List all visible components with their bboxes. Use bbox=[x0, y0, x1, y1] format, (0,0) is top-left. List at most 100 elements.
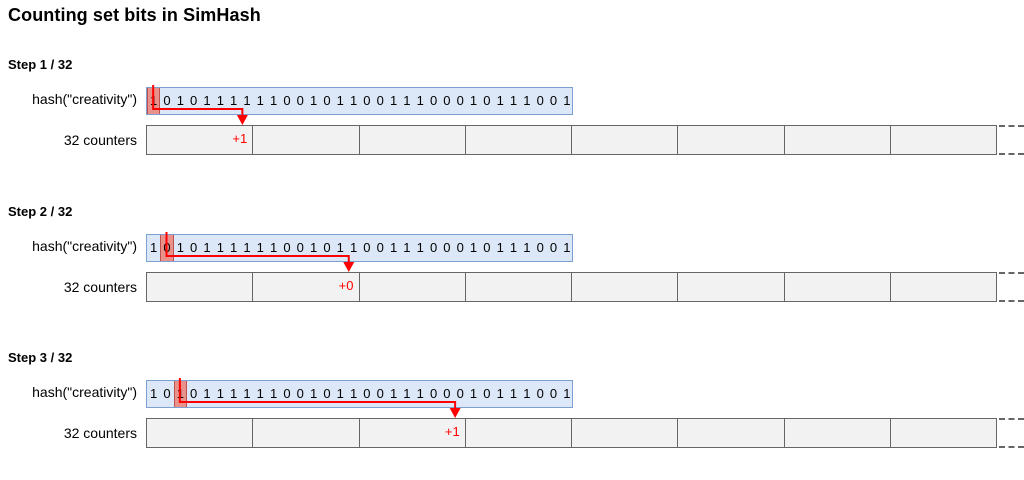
hash-bit: 0 bbox=[190, 93, 198, 108]
counter-cell bbox=[572, 126, 679, 154]
hash-bit: 0 bbox=[323, 386, 331, 401]
counter-cell: +0 bbox=[253, 273, 360, 301]
hash-bit: 1 bbox=[256, 93, 264, 108]
hash-bit: 1 bbox=[416, 386, 424, 401]
hash-bit: 1 bbox=[243, 240, 251, 255]
counters-continuation-bottom bbox=[999, 300, 1024, 302]
hash-bit: 1 bbox=[216, 240, 224, 255]
hash-bit: 1 bbox=[523, 93, 531, 108]
hash-bit: 0 bbox=[443, 386, 451, 401]
counter-cell bbox=[890, 419, 996, 447]
hash-bit: 0 bbox=[323, 240, 331, 255]
hash-bit: 1 bbox=[389, 93, 398, 108]
hash-bit: 1 bbox=[270, 240, 278, 255]
hash-bit: 1 bbox=[389, 240, 398, 255]
hash-bit: 1 bbox=[509, 93, 518, 108]
hash-label: hash("creativity") bbox=[32, 238, 137, 254]
hash-bit: 0 bbox=[190, 240, 198, 255]
hash-bit: 1 bbox=[336, 240, 344, 255]
counter-cell bbox=[147, 419, 254, 447]
page-title: Counting set bits in SimHash bbox=[8, 5, 261, 25]
hash-bit: 0 bbox=[296, 93, 304, 108]
hash-bit: 1 bbox=[523, 386, 531, 401]
hash-bit: 1 bbox=[309, 240, 318, 255]
hash-bit: 1 bbox=[150, 240, 158, 255]
hash-bit: 0 bbox=[163, 386, 171, 401]
hash-bit: 1 bbox=[349, 386, 358, 401]
hash-bit: 1 bbox=[216, 93, 224, 108]
hash-bit: 0 bbox=[376, 386, 384, 401]
hash-bit: 1 bbox=[349, 240, 358, 255]
hash-bit: 0 bbox=[549, 240, 558, 255]
hash-bit: 1 bbox=[309, 386, 318, 401]
hash-bit: 1 bbox=[509, 386, 518, 401]
counter-cell bbox=[465, 126, 572, 154]
hash-bit: 0 bbox=[429, 240, 438, 255]
counter-cell bbox=[784, 273, 891, 301]
counter-cell bbox=[890, 273, 996, 301]
hash-bit: 0 bbox=[283, 93, 291, 108]
counter-cell: +1 bbox=[147, 126, 254, 154]
hash-bit: 1 bbox=[270, 386, 278, 401]
hash-label: hash("creativity") bbox=[32, 384, 137, 400]
counter-cell bbox=[359, 273, 466, 301]
hash-bit-highlighted: 1 bbox=[147, 88, 161, 114]
step-label: Step 1 / 32 bbox=[8, 57, 73, 72]
counters-row: 32 counters +0 bbox=[0, 272, 1024, 306]
counter-cell bbox=[359, 126, 466, 154]
counter-delta: +1 bbox=[232, 131, 248, 146]
hash-bit: 1 bbox=[523, 240, 531, 255]
counter-cell bbox=[465, 419, 572, 447]
counters-label: 32 counters bbox=[63, 279, 137, 295]
counter-cell bbox=[147, 273, 254, 301]
hash-bit: 0 bbox=[363, 240, 371, 255]
hash-bit: 1 bbox=[509, 240, 518, 255]
hash-bit: 1 bbox=[416, 93, 424, 108]
counter-cell: +1 bbox=[359, 419, 466, 447]
hash-bit: 1 bbox=[336, 386, 344, 401]
hash-bit: 1 bbox=[230, 240, 238, 255]
counter-delta: +0 bbox=[338, 278, 354, 293]
hash-bit: 0 bbox=[536, 93, 544, 108]
hash-bit: 1 bbox=[230, 386, 238, 401]
counters-strip: +0 bbox=[146, 272, 997, 302]
counter-cell bbox=[253, 419, 360, 447]
counters-continuation-top bbox=[999, 272, 1024, 274]
hash-bit: 1 bbox=[563, 240, 571, 255]
hash-bit: 0 bbox=[456, 240, 464, 255]
hash-bit: 0 bbox=[296, 240, 304, 255]
counters-row: 32 counters +1 bbox=[0, 418, 1024, 452]
hash-bit: 1 bbox=[389, 386, 398, 401]
hash-bit: 0 bbox=[536, 386, 544, 401]
hash-bit: 0 bbox=[283, 386, 291, 401]
counters-row: 32 counters +1 bbox=[0, 125, 1024, 159]
hash-bit: 1 bbox=[336, 93, 344, 108]
hash-bit: 1 bbox=[496, 386, 504, 401]
counter-cell bbox=[784, 126, 891, 154]
counter-cell bbox=[572, 419, 679, 447]
hash-bit: 1 bbox=[469, 386, 478, 401]
hash-bit: 0 bbox=[443, 93, 451, 108]
hash-bit: 0 bbox=[429, 93, 438, 108]
hash-bit: 0 bbox=[549, 386, 558, 401]
hash-bit: 1 bbox=[176, 93, 184, 108]
hash-bit: 1 bbox=[469, 240, 478, 255]
hash-bit: 1 bbox=[203, 93, 211, 108]
counters-continuation-bottom bbox=[999, 446, 1024, 448]
hash-bit: 0 bbox=[443, 240, 451, 255]
counter-cell bbox=[678, 419, 785, 447]
counters-strip: +1 bbox=[146, 125, 997, 155]
hash-bit: 0 bbox=[363, 93, 371, 108]
counters-continuation-top bbox=[999, 418, 1024, 420]
counter-cell bbox=[678, 273, 785, 301]
counters-continuation-bottom bbox=[999, 153, 1024, 155]
counters-strip: +1 bbox=[146, 418, 997, 448]
hash-bit: 0 bbox=[483, 93, 491, 108]
hash-bit: 1 bbox=[349, 93, 358, 108]
counter-cell bbox=[784, 419, 891, 447]
